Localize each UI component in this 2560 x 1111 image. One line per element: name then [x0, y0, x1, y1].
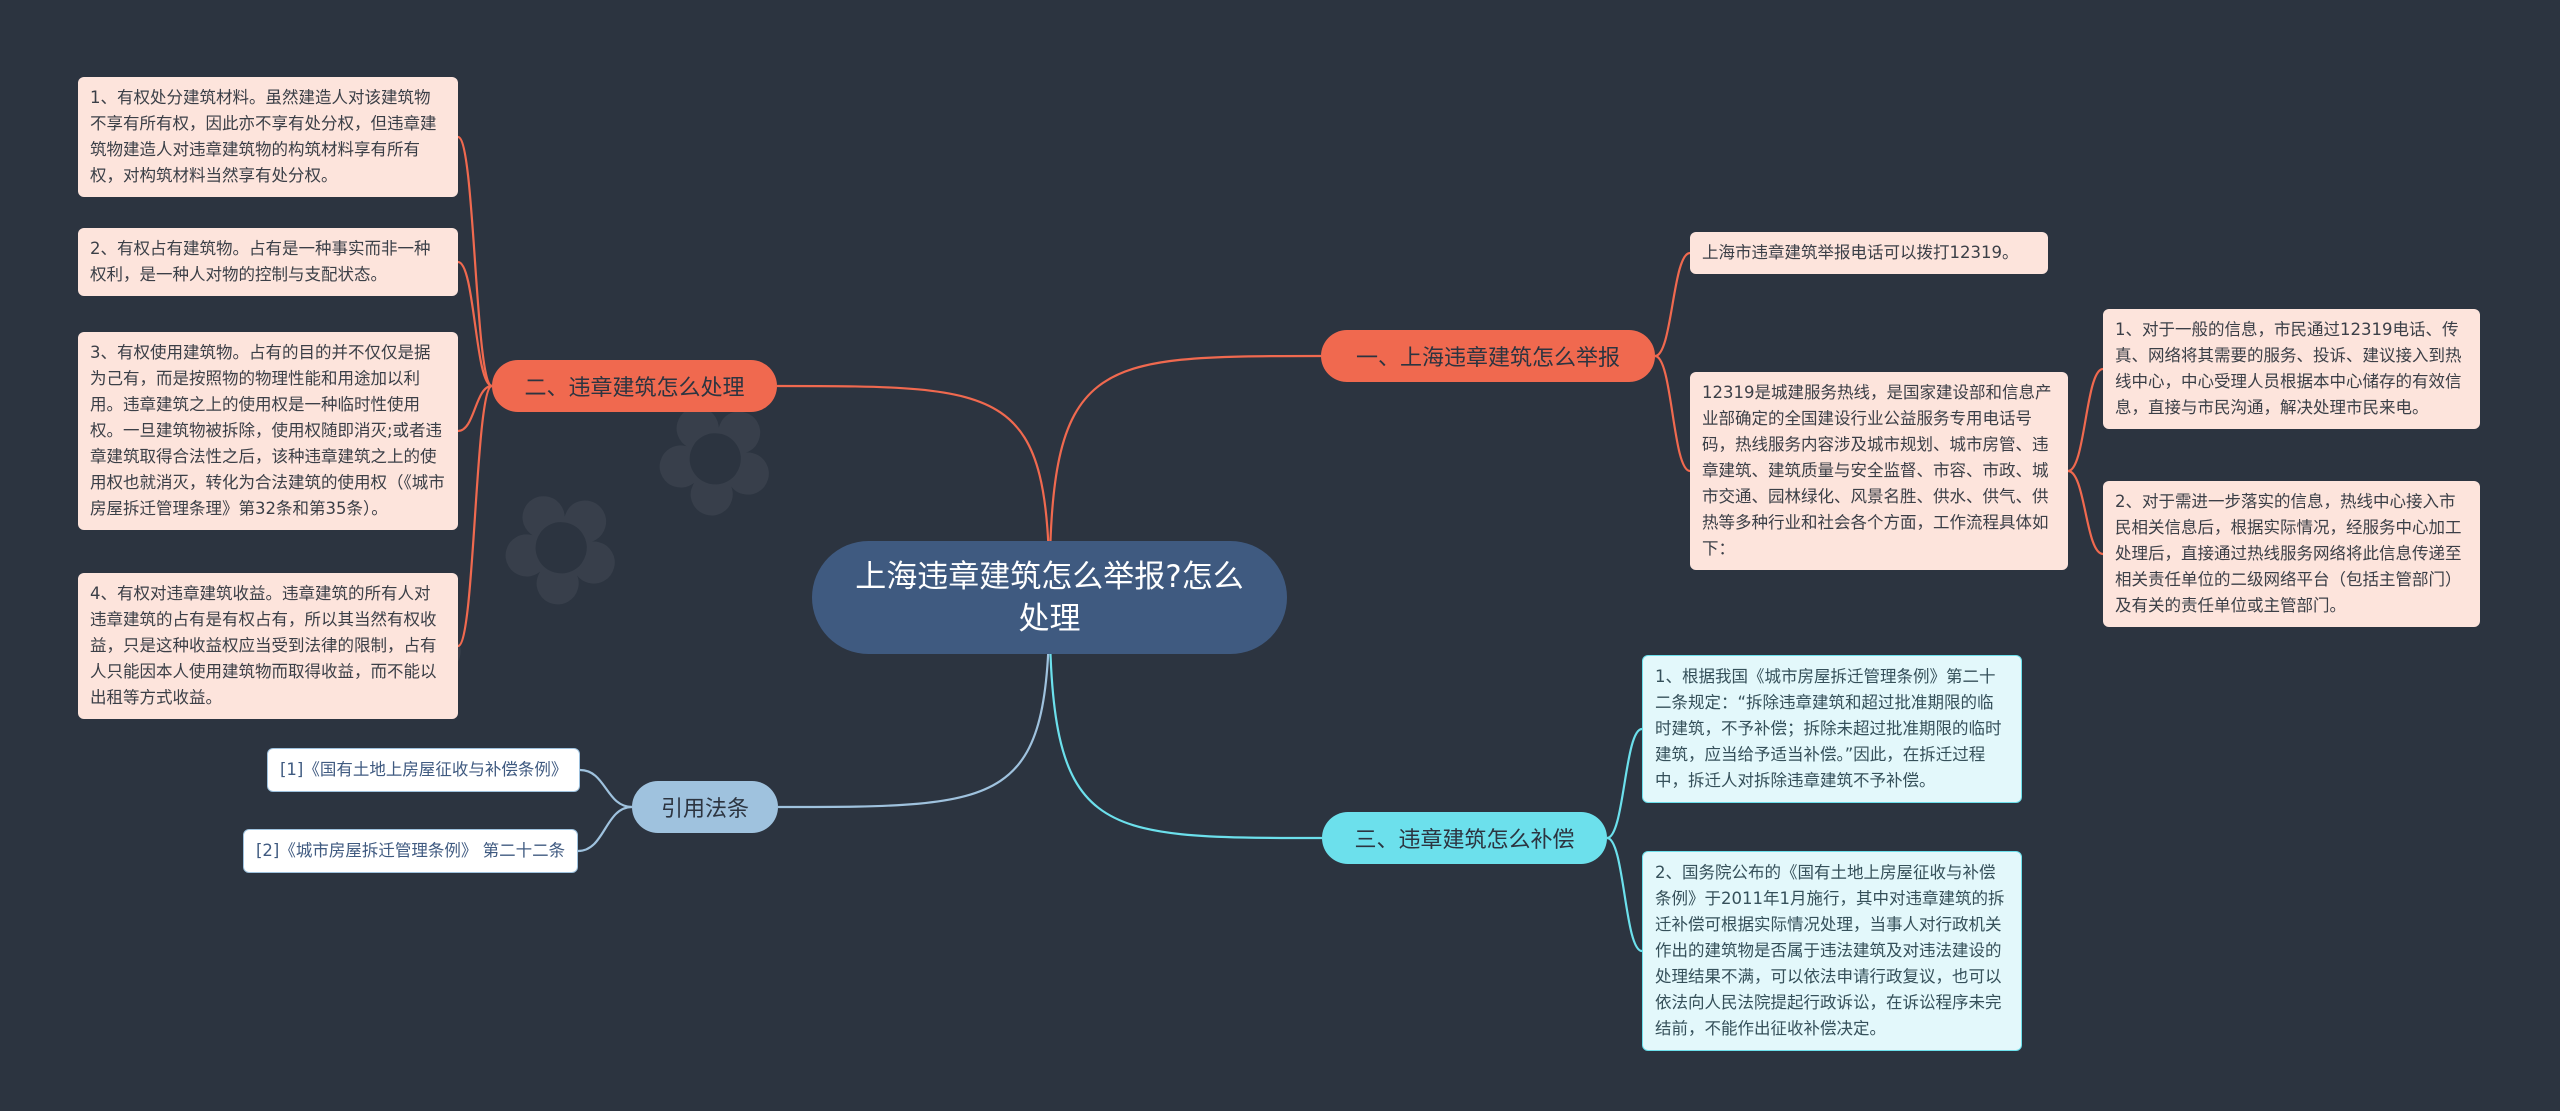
branch-report[interactable]: 一、上海违章建筑怎么举报 — [1321, 330, 1655, 382]
report-subitem-2[interactable]: 2、对于需进一步落实的信息，热线中心接入市民相关信息后，根据实际情况，经服务中心… — [2103, 481, 2480, 627]
root-topic[interactable]: 上海违章建筑怎么举报?怎么处理 — [812, 541, 1287, 654]
law-reference-1[interactable]: [1]《国有土地上房屋征收与补偿条例》 — [267, 748, 581, 792]
law-reference-2[interactable]: [2]《城市房屋拆迁管理条例》 第二十二条 — [243, 829, 579, 873]
link-handle-1 — [456, 135, 494, 388]
link-root-laws — [777, 597, 1051, 809]
handle-item-3[interactable]: 3、有权使用建筑物。占有的目的并不仅仅是据为己有，而是按照物的物理性能和用途加以… — [78, 332, 458, 530]
compensate-item-1[interactable]: 1、根据我国《城市房屋拆迁管理条例》第二十二条规定：“拆除违章建筑和超过批准期限… — [1642, 655, 2022, 803]
handle-item-4[interactable]: 4、有权对违章建筑收益。违章建筑的所有人对违章建筑的占有是有权占有，所以其当然有… — [78, 573, 458, 719]
branch-handle[interactable]: 二、违章建筑怎么处理 — [492, 360, 777, 412]
link-compensate-2 — [1606, 836, 1643, 953]
link-root-compensate — [1048, 597, 1323, 840]
link-12319-1 — [2067, 367, 2104, 473]
report-item-hotline[interactable]: 上海市违章建筑举报电话可以拨打12319。 — [1690, 232, 2048, 274]
branch-laws-label: 引用法条 — [660, 797, 749, 822]
handle-item-2[interactable]: 2、有权占有建筑物。占有是一种事实而非一种权利，是一种人对物的控制与支配状态。 — [78, 228, 458, 296]
link-report-1 — [1654, 251, 1691, 358]
compensate-item-2[interactable]: 2、国务院公布的《国有土地上房屋征收与补偿条例》于2011年1月施行，其中对违章… — [1642, 851, 2022, 1051]
branch-laws[interactable]: 引用法条 — [632, 781, 778, 833]
handle-item-1[interactable]: 1、有权处分建筑材料。虽然建造人对该建筑物不享有所有权，因此亦不享有处分权，但违… — [78, 77, 458, 197]
link-12319-2 — [2067, 469, 2104, 556]
branch-compensate[interactable]: 三、违章建筑怎么补偿 — [1322, 812, 1607, 864]
link-root-report — [1048, 354, 1322, 598]
report-subitem-1[interactable]: 1、对于一般的信息，市民通过12319电话、传真、网络将其需要的服务、投诉、建议… — [2103, 309, 2480, 429]
report-item-12319[interactable]: 12319是城建服务热线，是国家建设部和信息产业部确定的全国建设行业公益服务专用… — [1690, 372, 2068, 570]
link-handle-3 — [457, 384, 493, 433]
link-laws-1 — [579, 768, 633, 809]
root-topic-text: 上海违章建筑怎么举报?怎么处理 — [855, 558, 1244, 637]
link-root-handle — [776, 384, 1051, 598]
link-compensate-1 — [1606, 727, 1643, 840]
link-laws-2 — [577, 805, 633, 853]
link-handle-2 — [457, 260, 493, 388]
link-handle-4 — [456, 384, 494, 648]
link-report-2 — [1654, 354, 1691, 473]
branch-compensate-label: 三、违章建筑怎么补偿 — [1354, 828, 1575, 853]
branch-report-label: 一、上海违章建筑怎么举报 — [1355, 346, 1620, 371]
branch-handle-label: 二、违章建筑怎么处理 — [524, 376, 745, 401]
